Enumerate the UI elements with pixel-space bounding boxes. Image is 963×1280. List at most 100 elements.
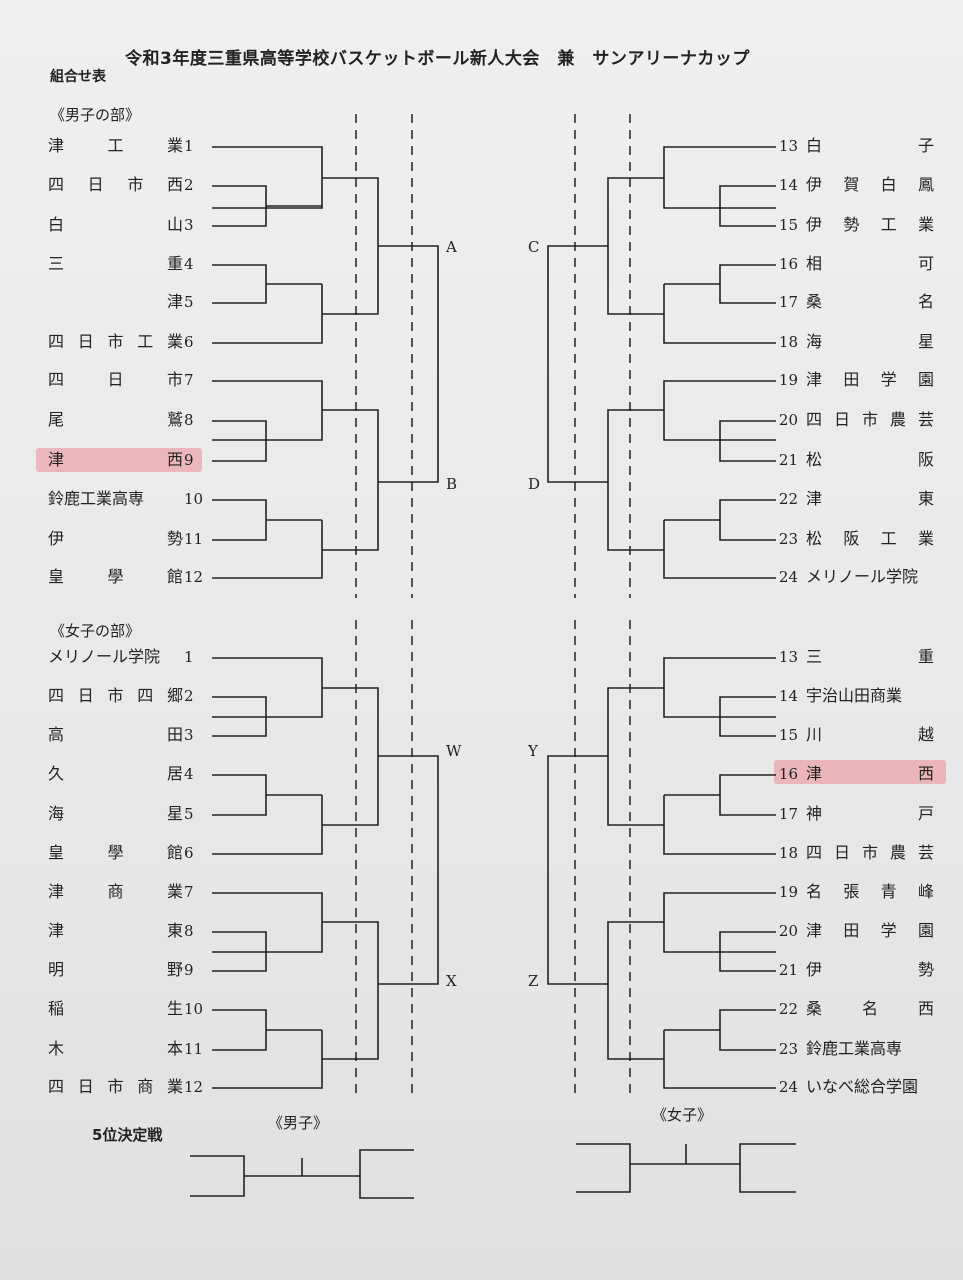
boys-left-team-name: 三重 <box>48 253 183 275</box>
boys-right-seed-number: 18 <box>778 333 798 351</box>
girls-left-team-name: 高田 <box>48 724 183 746</box>
boys-right-team-name: 松阪 <box>806 449 934 471</box>
girls-left-bracket <box>212 657 439 1089</box>
girls-left-seed-number: 4 <box>184 765 194 783</box>
girls-left-team-name: 木本 <box>48 1038 183 1060</box>
boys-left-team-name: 四日市工業 <box>48 331 183 353</box>
girls-left-seed-number: 6 <box>184 844 194 862</box>
girls-right-team-name: いなべ総合学園 <box>806 1076 934 1098</box>
boys-right-team-name: 伊勢工業 <box>806 214 934 236</box>
boys-left-seed-number: 5 <box>184 293 194 311</box>
boys-left-seed-number: 12 <box>184 568 204 586</box>
boys-left-team-name-text: 鈴鹿工業高専 <box>48 489 145 508</box>
girls-right-team-name: 桑名西 <box>806 998 934 1020</box>
girls-right-team-name-text: 津田学園 <box>806 921 934 940</box>
boys-right-seed-number: 19 <box>778 371 798 389</box>
girls-left-team-name-text: 稲生 <box>48 999 183 1018</box>
boys-section-label: 《男子の部》 <box>50 106 141 124</box>
boys-left-team-name-text: 四日市 <box>48 370 183 389</box>
boys-left-team-name: 津西 <box>48 449 183 471</box>
girls-left-team-name-text: 久居 <box>48 764 183 783</box>
boys-left-team-name: 皇學館 <box>48 566 183 588</box>
girls-right-team-name-text: 桑名西 <box>806 999 934 1018</box>
girls-right-seed-number: 15 <box>778 726 798 744</box>
girls-right-team-name: 三重 <box>806 646 934 668</box>
boys-right-team-name: 伊賀白鳳 <box>806 174 934 196</box>
girls-left-seed-number: 12 <box>184 1078 204 1096</box>
boys-right-team-name-text: 白子 <box>806 136 934 155</box>
girls-right-team-name: 津田学園 <box>806 920 934 942</box>
block-label-z: Z <box>528 972 539 990</box>
girls-right-team-name: 四日市農芸 <box>806 842 934 864</box>
boys-left-team-name-text: 三重 <box>48 254 183 273</box>
boys-right-team-name: 桑名 <box>806 291 934 313</box>
boys-left-seed-number: 8 <box>184 411 194 429</box>
boys-right-seed-number: 22 <box>778 490 798 508</box>
boys-left-team-name-text: 皇學館 <box>48 567 183 586</box>
boys-left-team-name: 津 <box>48 291 183 313</box>
girls-left-seed-number: 2 <box>184 687 194 705</box>
boys-right-team-name-text: 伊賀白鳳 <box>806 175 934 194</box>
boys-left-team-name-text: 津工業 <box>48 136 183 155</box>
girls-right-team-name: 名張青峰 <box>806 881 934 903</box>
highlight-boys-tsunishi <box>36 448 202 472</box>
girls-right-bracket <box>547 657 776 1089</box>
boys-right-team-name: メリノール学院 <box>806 566 934 588</box>
boys-left-team-name-text: 四日市工業 <box>48 332 183 351</box>
boys-left-team-name: 四日市 <box>48 369 183 391</box>
girls-left-team-name: メリノール学院 <box>48 646 183 668</box>
girls-left-team-name-text: 四日市四郷 <box>48 686 183 705</box>
girls-right-seed-number: 13 <box>778 648 798 666</box>
girls-left-team-name-text: 高田 <box>48 725 183 744</box>
boys-right-team-name-text: 桑名 <box>806 292 934 311</box>
boys-left-seed-number: 4 <box>184 255 194 273</box>
girls-left-team-name-text: 明野 <box>48 960 183 979</box>
boys-left-team-name-text: 四日市西 <box>48 175 183 194</box>
boys-right-team-name-text: 松阪工業 <box>806 529 934 548</box>
boys-right-team-name-text: 伊勢工業 <box>806 215 934 234</box>
girls-left-team-name: 皇學館 <box>48 842 183 864</box>
boys-left-team-name: 白山 <box>48 214 183 236</box>
boys-right-seed-number: 14 <box>778 176 798 194</box>
girls-left-team-name-text: 皇學館 <box>48 843 183 862</box>
girls-left-team-name: 明野 <box>48 959 183 981</box>
girls-left-seed-number: 1 <box>184 648 194 666</box>
girls-left-team-name-text: 津商業 <box>48 882 183 901</box>
girls-left-team-name-text: 木本 <box>48 1039 183 1058</box>
boys-left-seed-number: 2 <box>184 176 194 194</box>
girls-right-team-name: 鈴鹿工業高専 <box>806 1038 934 1060</box>
boys-right-team-name-text: 相可 <box>806 254 934 273</box>
girls-left-team-name-text: 海星 <box>48 804 183 823</box>
girls-left-seed-number: 3 <box>184 726 194 744</box>
girls-right-team-name-text: 三重 <box>806 647 934 666</box>
block-label-d: D <box>528 475 541 493</box>
block-label-b: B <box>446 475 458 493</box>
boys-left-team-name-text: 津 <box>166 292 183 311</box>
boys-right-team-name-text: 海星 <box>806 332 934 351</box>
girls-right-team-name-text: 川越 <box>806 725 934 744</box>
girls-right-team-name-text: 宇治山田商業 <box>806 686 903 705</box>
girls-left-team-name: 海星 <box>48 803 183 825</box>
girls-left-team-name: 久居 <box>48 763 183 785</box>
girls-right-seed-number: 16 <box>778 765 798 783</box>
girls-right-seed-number: 14 <box>778 687 798 705</box>
boys-right-seed-number: 17 <box>778 293 798 311</box>
girls-right-seed-number: 20 <box>778 922 798 940</box>
boys-right-seed-number: 13 <box>778 137 798 155</box>
girls-right-team-name: 神戸 <box>806 803 934 825</box>
page-title: 令和3年度三重県高等学校バスケットボール新人大会 兼 サンアリーナカップ <box>125 49 750 69</box>
girls-left-team-name: 四日市商業 <box>48 1076 183 1098</box>
boys-right-seed-number: 21 <box>778 451 798 469</box>
block-label-y: Y <box>528 742 538 760</box>
girls-right-team-name-text: 伊勢 <box>806 960 934 979</box>
girls-right-team-name-text: 四日市農芸 <box>806 843 934 862</box>
fifth-place-boys-bracket <box>190 1149 414 1199</box>
girls-left-team-name: 稲生 <box>48 998 183 1020</box>
boys-left-seed-number: 3 <box>184 216 194 234</box>
boys-right-seed-number: 24 <box>778 568 798 586</box>
boys-left-seed-number: 7 <box>184 371 194 389</box>
boys-right-seed-number: 23 <box>778 530 798 548</box>
girls-left-team-name: 津東 <box>48 920 183 942</box>
